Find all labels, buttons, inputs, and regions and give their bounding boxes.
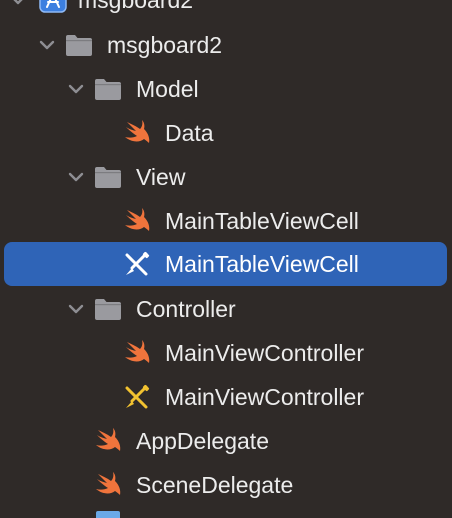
navigator-item-label: MainTableViewCell [165, 208, 359, 234]
chevron-down-icon[interactable] [8, 0, 28, 10]
navigator-row-scenedelegate-swift[interactable]: SceneDelegate [0, 463, 452, 507]
swift-file-icon [125, 208, 150, 231]
navigator-item-label: msgboard2 [107, 32, 223, 58]
chevron-down-icon[interactable] [37, 35, 57, 55]
navigator-item-label: MainViewController [165, 384, 364, 410]
navigator-row-view-group[interactable]: View [0, 155, 452, 199]
swift-file-icon [96, 472, 121, 495]
navigator-item-label: Model [136, 76, 199, 102]
navigator-item-label: MainTableViewCell [165, 251, 359, 277]
swift-file-icon [125, 340, 150, 363]
navigator-row-data-swift[interactable]: Data [0, 111, 452, 155]
navigator-item-label: AppDelegate [136, 428, 269, 454]
interface-builder-xib-icon [125, 384, 150, 409]
navigator-item-label: Data [165, 120, 214, 146]
navigator-row-msgboard2-group[interactable]: msgboard2 [0, 23, 452, 67]
navigator-item-label: View [136, 164, 186, 190]
folder-icon [95, 167, 121, 188]
swift-file-icon [125, 120, 150, 143]
swift-file-icon [96, 428, 121, 451]
navigator-row-mainviewcontroller-swift[interactable]: MainViewController [0, 331, 452, 375]
navigator-item-label: MainViewController [165, 340, 364, 366]
chevron-down-icon[interactable] [66, 167, 86, 187]
navigator-item-label: Controller [136, 296, 236, 322]
navigator-row-project[interactable]: msgboard2 [0, 0, 452, 22]
navigator-item-label: SceneDelegate [136, 472, 294, 498]
chevron-down-icon[interactable] [66, 79, 86, 99]
navigator-row-mainviewcontroller-xib[interactable]: MainViewController [0, 375, 452, 419]
folder-icon [95, 299, 121, 320]
navigator-row-maintableviewcell-swift[interactable]: MainTableViewCell [0, 199, 452, 243]
xcode-project-icon [39, 0, 67, 13]
navigator-row-appdelegate-swift[interactable]: AppDelegate [0, 419, 452, 463]
folder-icon [95, 79, 121, 100]
selection-highlight [4, 242, 447, 286]
navigator-item-label: msgboard2 [78, 0, 194, 13]
interface-builder-xib-icon [125, 251, 150, 276]
folder-icon [66, 35, 92, 56]
navigator-row-model-group[interactable]: Model [0, 67, 452, 111]
chevron-down-icon[interactable] [66, 299, 86, 319]
file-icon [96, 511, 120, 518]
navigator-row-controller-group[interactable]: Controller [0, 287, 452, 331]
navigator-row-maintableviewcell-xib[interactable]: MainTableViewCell [0, 242, 452, 286]
